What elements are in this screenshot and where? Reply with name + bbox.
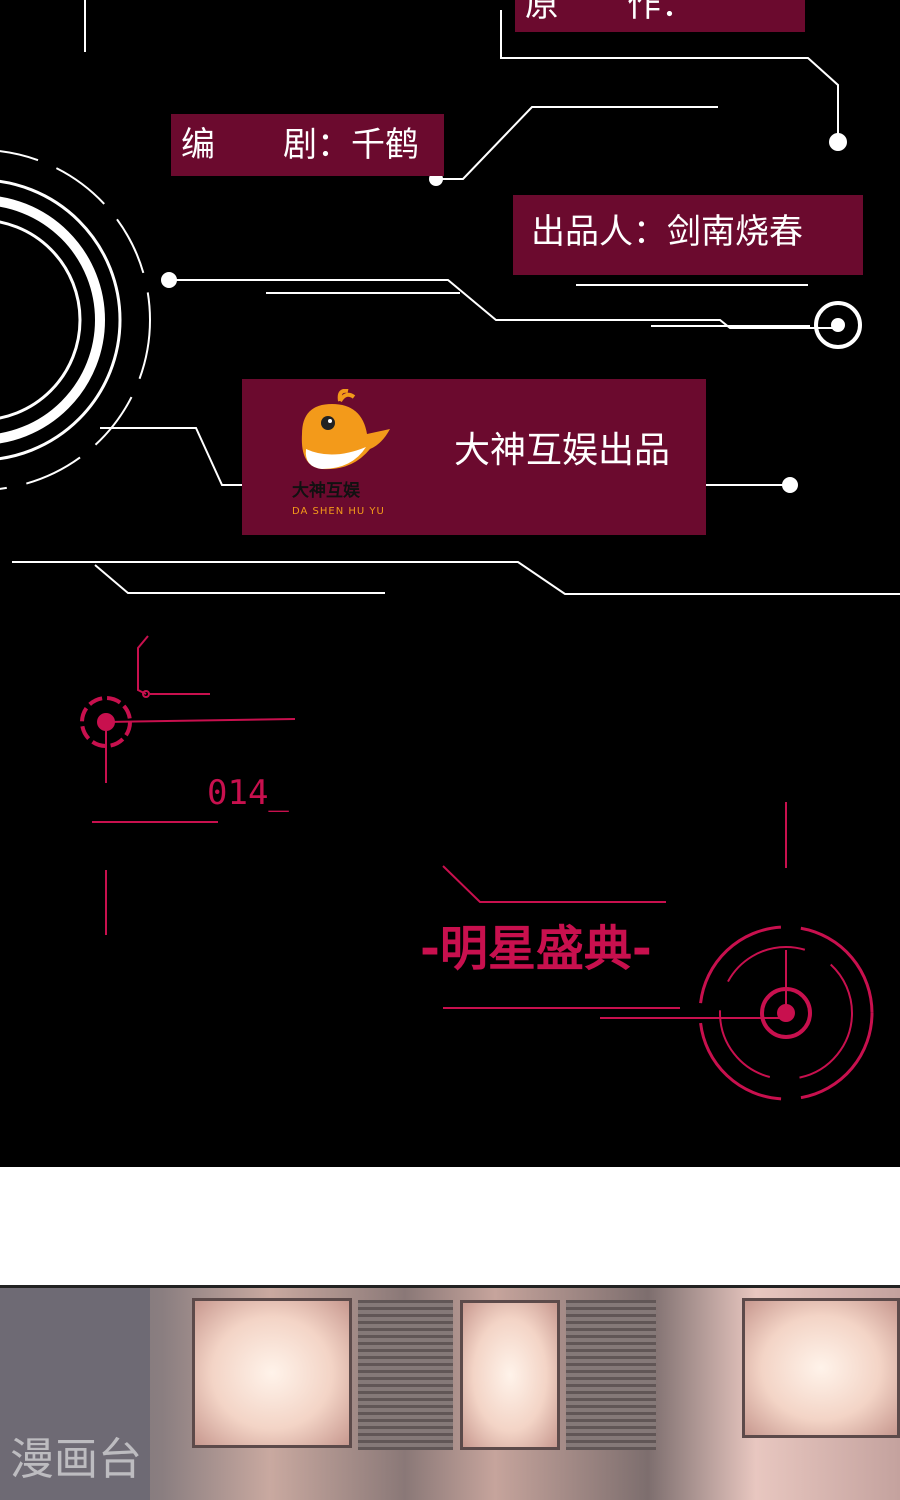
hud-graphics	[80, 635, 874, 1101]
whale-logo-icon	[301, 389, 390, 470]
circuit-lines	[0, 0, 900, 595]
wall-left	[0, 1288, 150, 1500]
scene-panel-building: 漫画台	[0, 1285, 900, 1500]
watermark: 漫画台	[10, 1434, 142, 1485]
window	[192, 1298, 352, 1448]
credit-screenwriter: 编 剧：千鹤	[171, 114, 444, 176]
chapter-title: -明星盛典-	[420, 921, 652, 977]
tech-ring	[0, 150, 151, 490]
window-shutter	[566, 1300, 656, 1450]
credit-producer: 出品人：剑南烧春	[513, 195, 863, 275]
credit-original-author: 原 作：	[515, 0, 805, 32]
studio-presents: 大神互娱出品	[454, 430, 671, 471]
window-shutter	[358, 1300, 453, 1450]
credits-panel: 原 作： 编 剧：千鹤 出品人：剑南烧春 大神互娱 DA SHEN HU YU …	[0, 0, 900, 1167]
logo-text-en: DA SHEN HU YU	[292, 506, 385, 517]
logo-text-cn: 大神互娱	[292, 481, 360, 501]
studio-box: 大神互娱 DA SHEN HU YU 大神互娱出品	[242, 379, 706, 535]
chapter-number: 014_	[207, 773, 289, 813]
window	[460, 1300, 560, 1450]
window	[742, 1298, 900, 1438]
